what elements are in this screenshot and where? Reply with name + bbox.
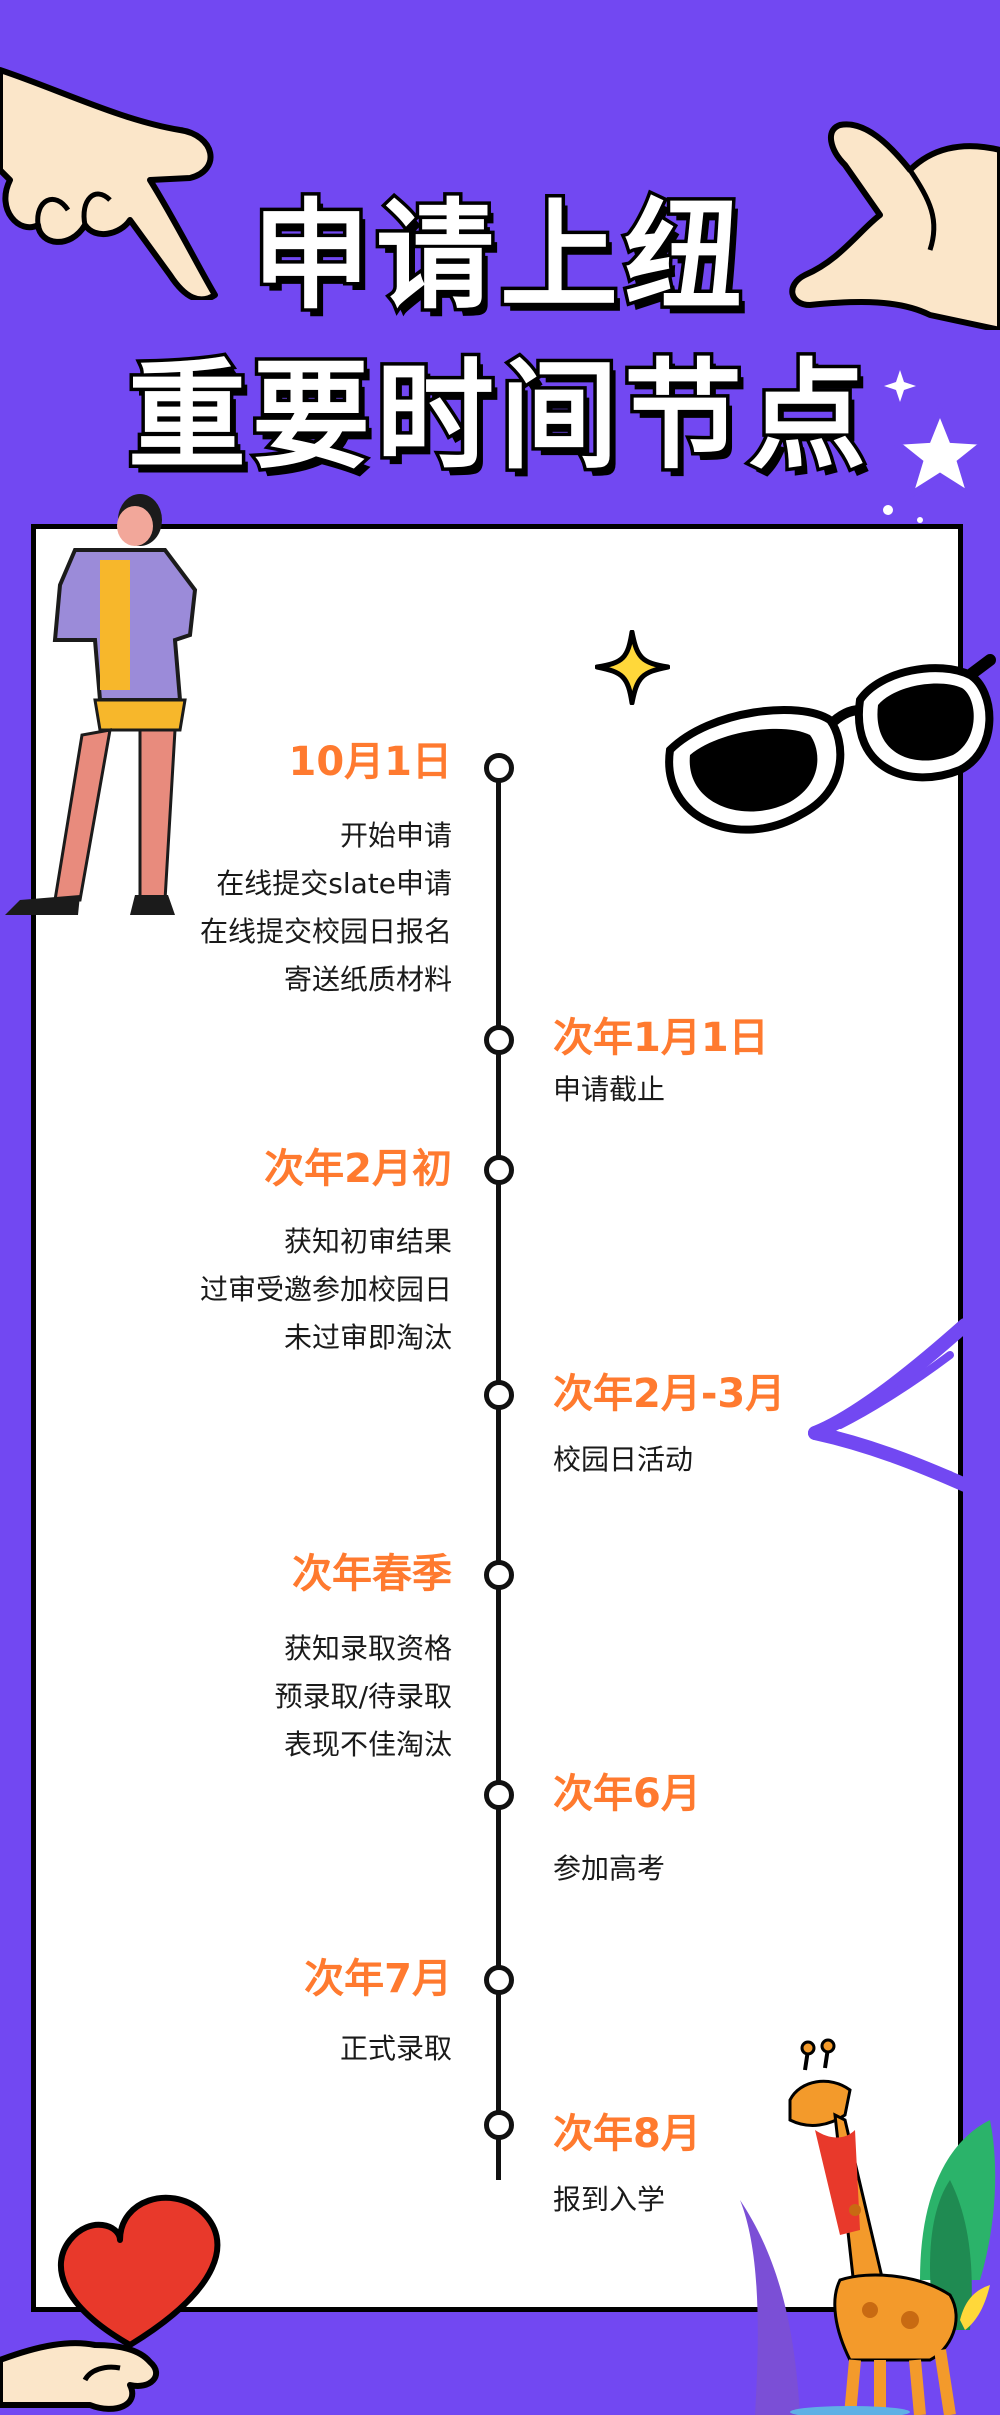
- timeline-items: 正式录取: [340, 2025, 452, 2073]
- title-line-1: 申请上纽: [248, 184, 748, 329]
- timeline-date: 次年7月: [304, 1956, 452, 2002]
- heart-hand-icon: [0, 2194, 221, 2412]
- timeline-item: 获知初审结果: [283, 1225, 452, 1258]
- timeline-dot: [484, 1560, 514, 1590]
- timeline-date: 次年2月初: [264, 1146, 452, 1192]
- timeline-dot: [484, 1965, 514, 1995]
- timeline-dot: [484, 1155, 514, 1185]
- sunglasses-icon: [665, 654, 996, 834]
- timeline-item: 在线提交校园日报名: [199, 915, 452, 948]
- arrow-icon: [808, 1318, 970, 1492]
- timeline-dot: [484, 1025, 514, 1055]
- timeline-item: 正式录取: [339, 2032, 452, 2065]
- timeline-axis: [496, 768, 501, 2180]
- timeline-item: 过审受邀参加校园日: [199, 1273, 452, 1306]
- timeline-item: 预录取/待录取: [274, 1680, 452, 1713]
- timeline-dot: [484, 753, 514, 783]
- timeline-items: 报到入学: [553, 2176, 665, 2224]
- timeline-items: 校园日活动: [553, 1436, 693, 1484]
- timeline-dot: [484, 1380, 514, 1410]
- timeline-item: 参加高考: [553, 1852, 666, 1885]
- pointing-hand-right-icon: [789, 121, 1000, 330]
- pointing-hand-left-icon: [0, 67, 218, 300]
- timeline-date: 次年2月-3月: [553, 1371, 786, 1417]
- timeline-item: 获知录取资格: [283, 1632, 452, 1665]
- timeline-item: 未过审即淘汰: [283, 1321, 452, 1354]
- timeline-date: 次年8月: [553, 2111, 701, 2157]
- timeline-item: 报到入学: [553, 2183, 666, 2216]
- giraffe-icon: [740, 2038, 996, 2415]
- timeline-item: 申请截止: [553, 1073, 666, 1106]
- timeline-item: 在线提交slate申请: [216, 867, 452, 900]
- woman-figure-icon: [5, 494, 198, 915]
- timeline-item: 校园日活动: [553, 1443, 694, 1476]
- timeline-item: 开始申请: [339, 819, 452, 852]
- sparkle-icon: [595, 630, 670, 705]
- title-line-2: 重要时间节点: [124, 344, 872, 489]
- timeline-dot: [484, 2110, 514, 2140]
- timeline-date: 次年春季: [292, 1551, 452, 1597]
- timeline-items: 获知初审结果 过审受邀参加校园日 未过审即淘汰: [200, 1218, 452, 1362]
- timeline-items: 开始申请 在线提交slate申请 在线提交校园日报名 寄送纸质材料: [200, 812, 452, 1004]
- timeline-date: 次年6月: [553, 1771, 701, 1817]
- timeline-date: 次年1月1日: [553, 1015, 769, 1061]
- timeline-item: 寄送纸质材料: [283, 963, 452, 996]
- timeline-date: 10月1日: [288, 739, 453, 785]
- timeline-item: 表现不佳淘汰: [283, 1728, 452, 1761]
- timeline-items: 申请截止: [553, 1066, 665, 1114]
- timeline-items: 获知录取资格 预录取/待录取 表现不佳淘汰: [275, 1625, 452, 1769]
- timeline-items: 参加高考: [553, 1845, 665, 1893]
- star-icon: [883, 370, 993, 523]
- timeline-dot: [484, 1780, 514, 1810]
